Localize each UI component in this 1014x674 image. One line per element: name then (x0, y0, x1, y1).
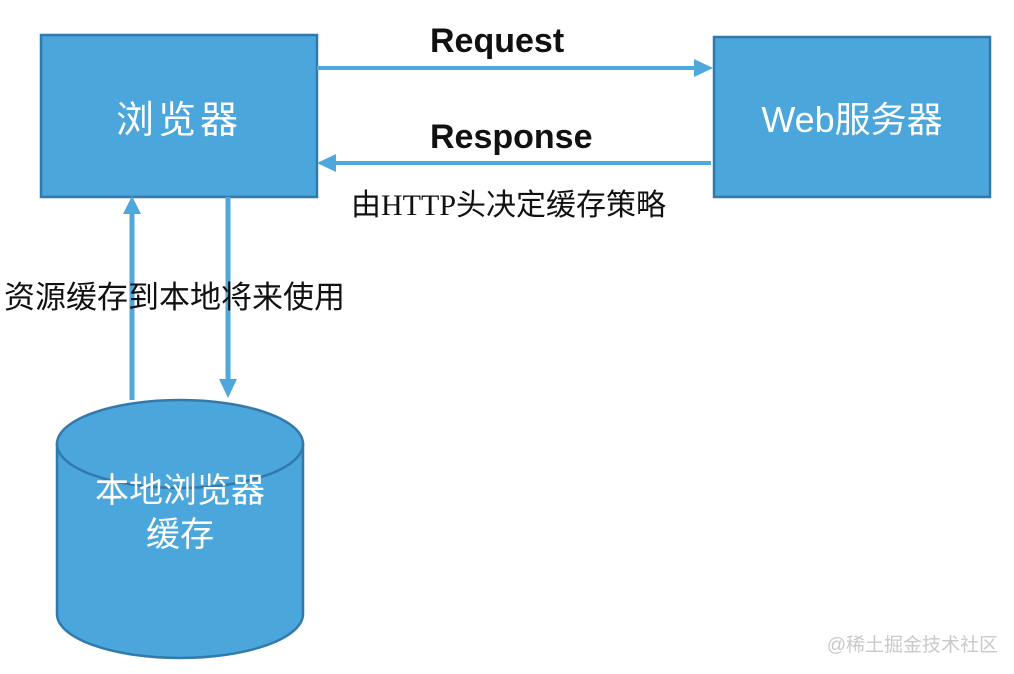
http-cache-policy-note: 由HTTP头决定缓存策略 (351, 189, 666, 222)
cache-node-label-line2: 缓存 (146, 517, 214, 554)
watermark-text: @稀土掘金技术社区 (826, 635, 998, 656)
browser-node-label: 浏览器 (115, 99, 242, 142)
response-arrow (317, 154, 711, 172)
cache-node-label: 本地浏览器 缓存 (57, 470, 303, 558)
server-node-label: Web服务器 (761, 99, 943, 140)
response-edge-label: Response (430, 118, 593, 156)
server-box-shape (712, 35, 992, 199)
browser-box-shape (39, 33, 319, 199)
cache-to-browser-arrow (123, 196, 141, 400)
request-edge-label: Request (430, 22, 565, 60)
cache-node-label-line1: 本地浏览器 (95, 473, 265, 510)
cache-store-note: 资源缓存到本地将来使用 (4, 280, 345, 315)
request-arrow (317, 59, 713, 77)
browser-to-cache-arrow (219, 197, 237, 398)
cache-cylinder-shape (55, 398, 305, 660)
